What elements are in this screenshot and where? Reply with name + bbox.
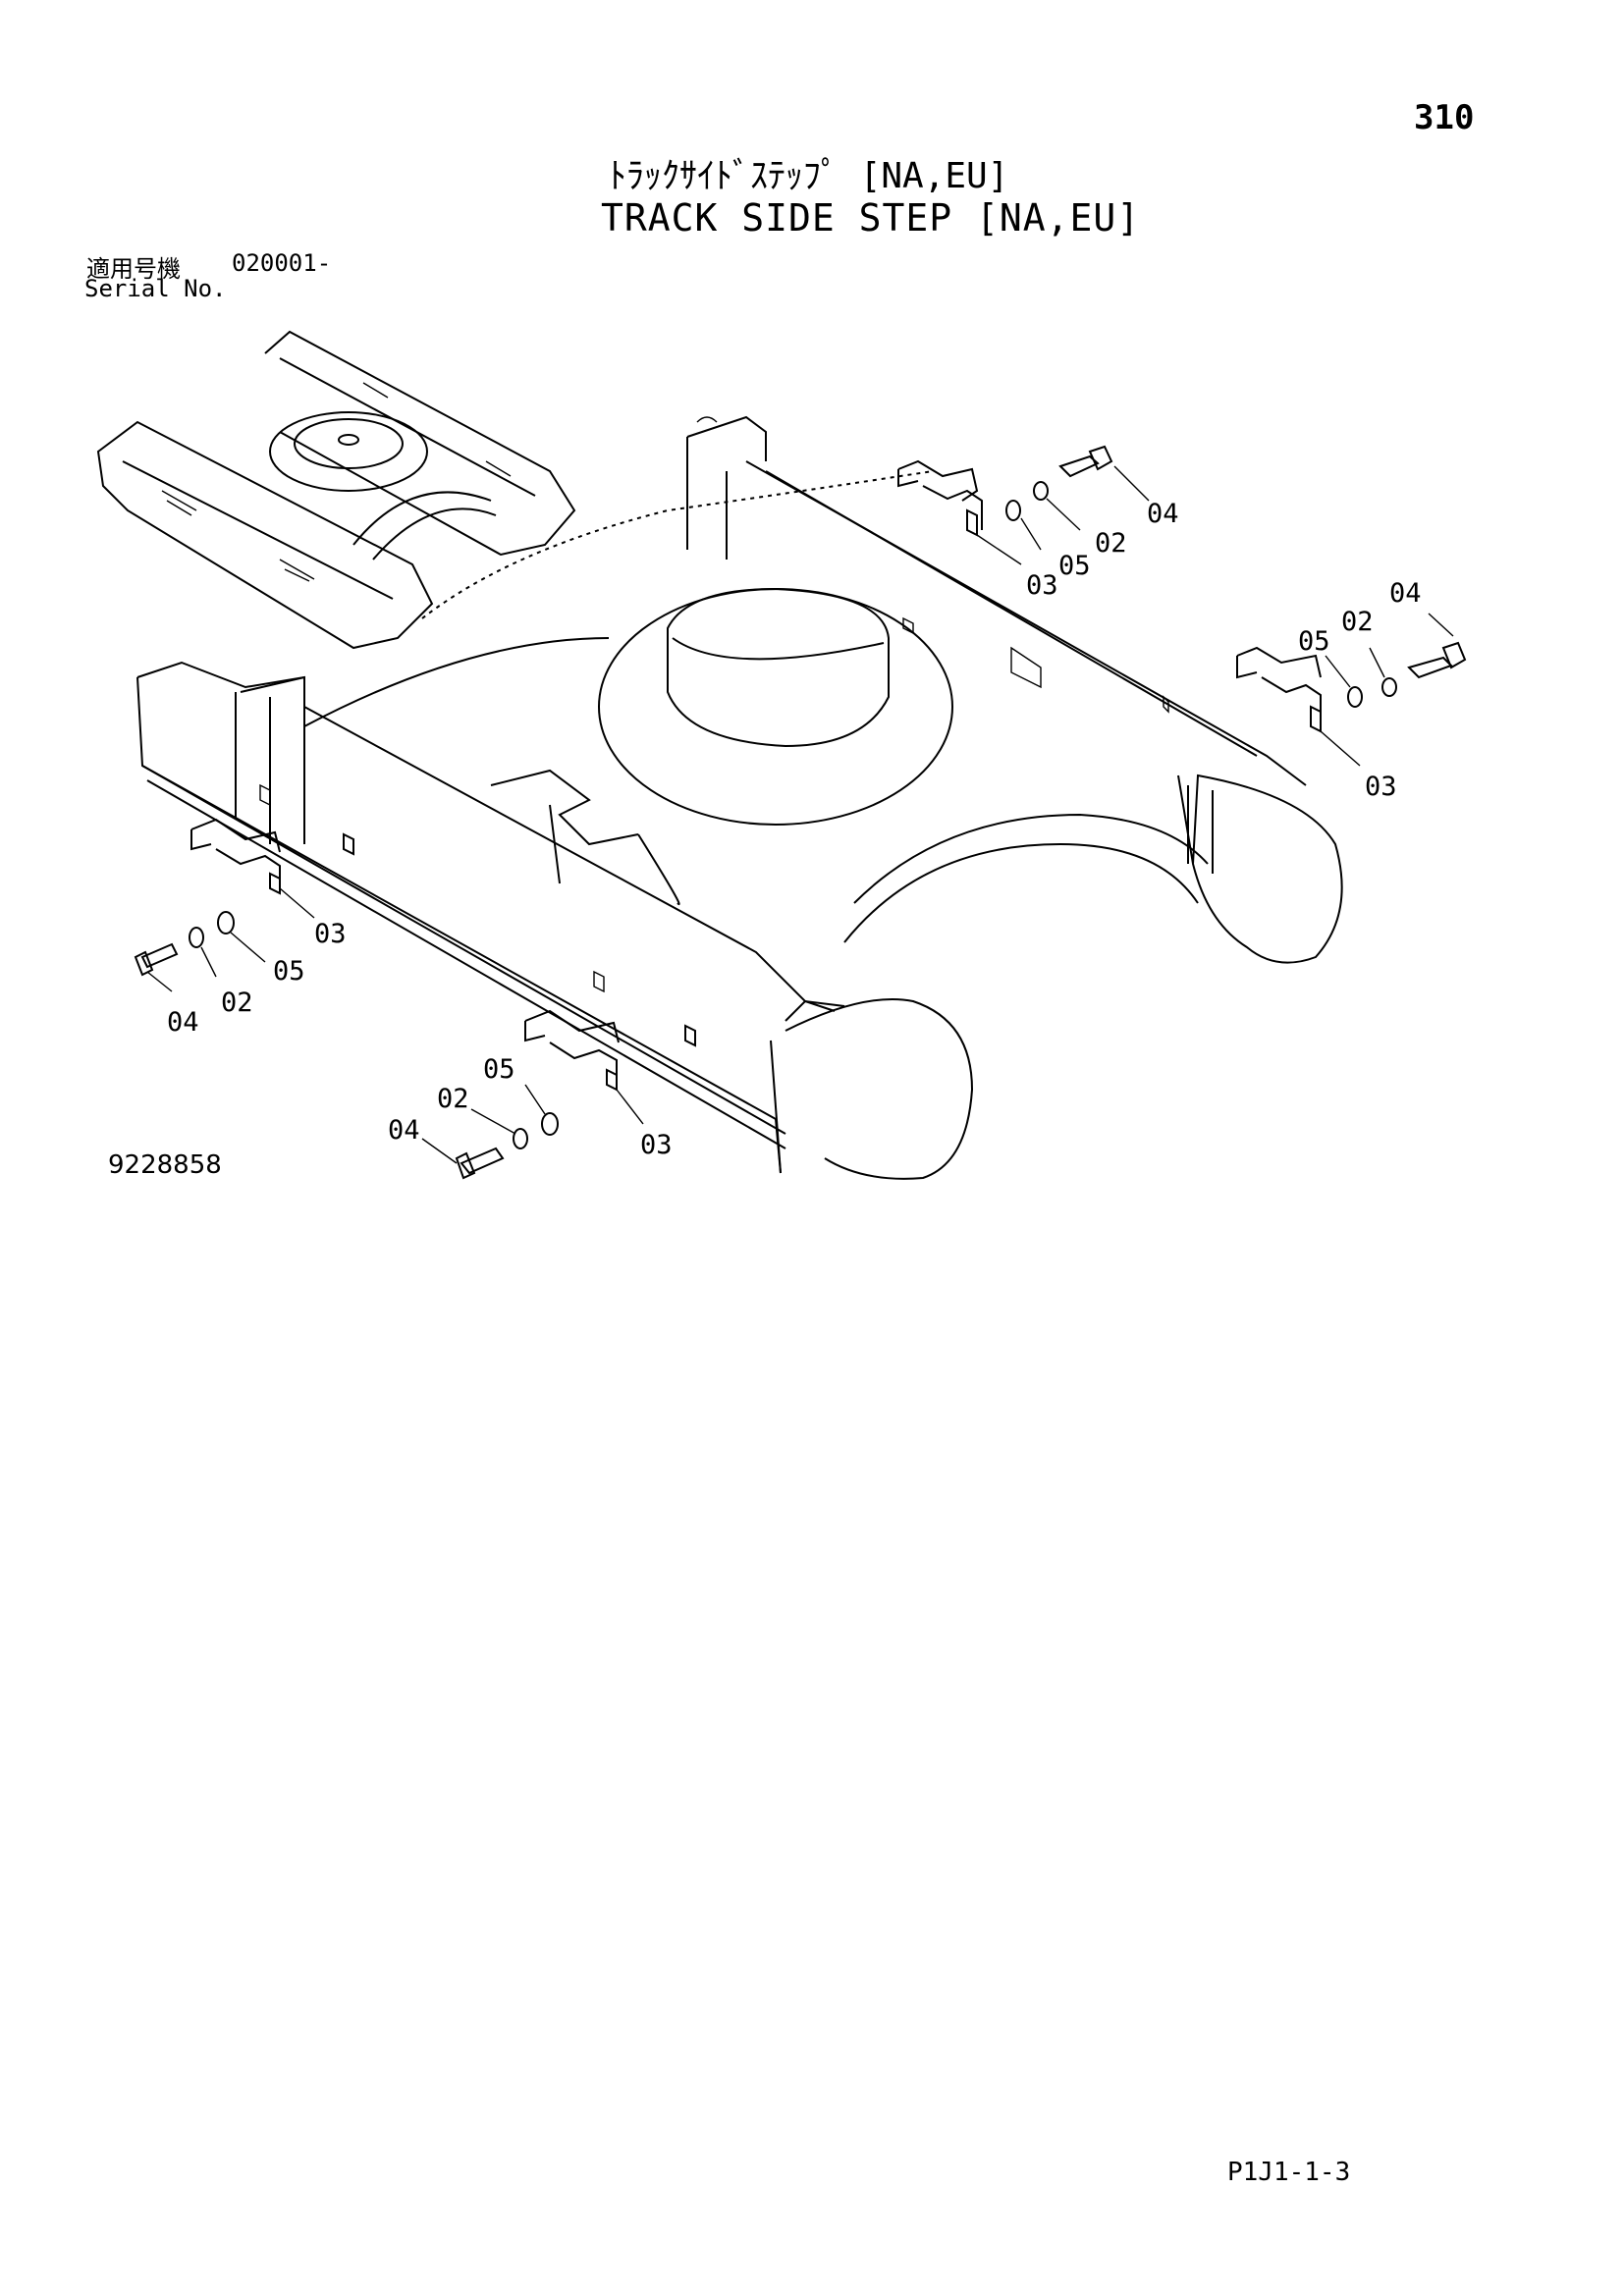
drawing-number: 9228858 — [108, 1150, 222, 1180]
serial-number-value: 020001- — [232, 249, 332, 277]
callout-05: 05 — [483, 1054, 515, 1085]
step-bracket-right — [1236, 641, 1467, 733]
callout-03: 03 — [1026, 570, 1058, 601]
callout-05: 05 — [1058, 551, 1091, 581]
title-english: TRACK SIDE STEP [NA,EU] — [601, 196, 1141, 240]
callout-03: 03 — [640, 1130, 673, 1160]
page-number: 310 — [1414, 98, 1475, 137]
callout-03: 03 — [314, 919, 347, 949]
title-japanese: ﾄﾗｯｸｻｲﾄﾞｽﾃｯﾌﾟ [NA,EU] — [609, 156, 1009, 196]
step-bracket-left — [134, 818, 354, 977]
serial-label-japanese: 適用号機 — [86, 255, 181, 283]
callout-labels: 04 02 05 03 04 02 05 03 03 05 02 04 05 0… — [167, 499, 1422, 1160]
page-code: P1J1-1-3 — [1227, 2158, 1351, 2187]
callout-03: 03 — [1365, 772, 1397, 802]
callout-02: 02 — [1341, 607, 1374, 637]
callout-02: 02 — [1095, 528, 1127, 559]
serial-label-english: Serial No. — [84, 275, 227, 302]
callout-02: 02 — [221, 988, 253, 1018]
callout-05: 05 — [273, 956, 305, 987]
callout-04: 04 — [1147, 499, 1179, 529]
track-frame-inset — [96, 330, 576, 650]
callout-04: 04 — [388, 1115, 420, 1146]
leader-lines — [146, 465, 1454, 1164]
callout-04: 04 — [167, 1007, 199, 1038]
callout-05: 05 — [1298, 626, 1330, 657]
step-bracket-top-right — [897, 445, 1113, 537]
callout-02: 02 — [437, 1084, 469, 1114]
main-frame-drawing — [136, 415, 1343, 1180]
callout-04: 04 — [1389, 578, 1422, 609]
